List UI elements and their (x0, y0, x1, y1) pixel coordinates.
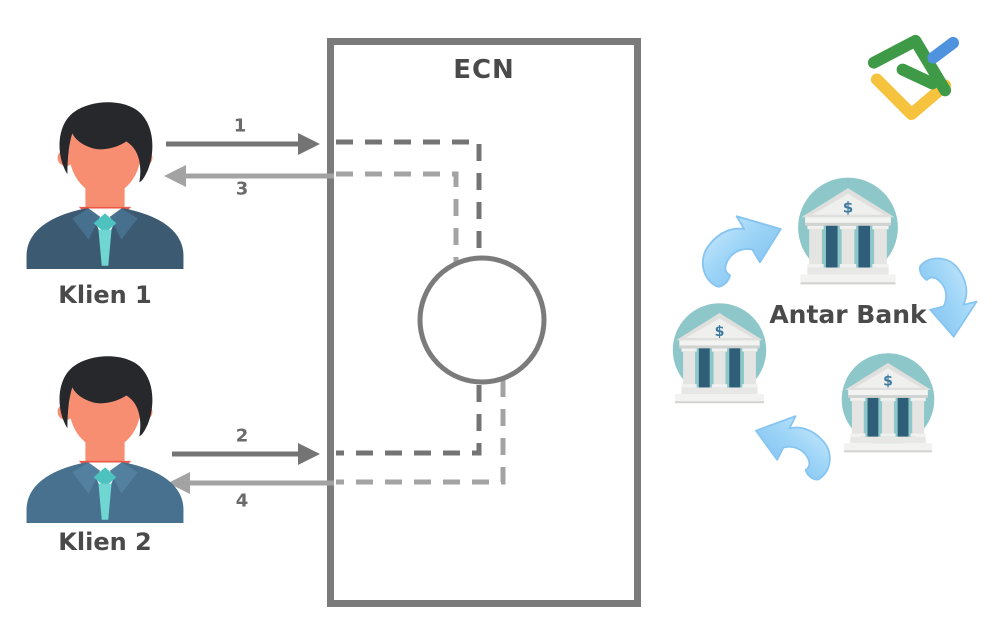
flow-arrow-4 (168, 472, 334, 494)
flow-number-1: 1 (233, 115, 247, 137)
client2-label: Klien 2 (58, 528, 152, 556)
flow-number-4: 4 (235, 490, 249, 512)
flow-number-2: 2 (235, 425, 249, 447)
ecn-box: ECN (327, 38, 641, 607)
client2-person-avatar-icon (23, 353, 187, 523)
curved-arrow-upright-icon (688, 199, 798, 302)
curved-arrow-upleft-icon (742, 403, 842, 493)
client1-person-avatar-icon (23, 99, 187, 269)
flow-number-3: 3 (235, 178, 249, 200)
liteforex-logo (867, 34, 960, 121)
flow-arrow-3 (164, 165, 334, 187)
bank-icon-bottom (834, 350, 942, 462)
interbank-label: Antar Bank (769, 300, 927, 329)
ecn-title: ECN (453, 55, 515, 85)
bank-icon-top (790, 174, 906, 295)
curved-arrow-down-icon (901, 252, 988, 345)
client1-label: Klien 1 (58, 281, 152, 309)
